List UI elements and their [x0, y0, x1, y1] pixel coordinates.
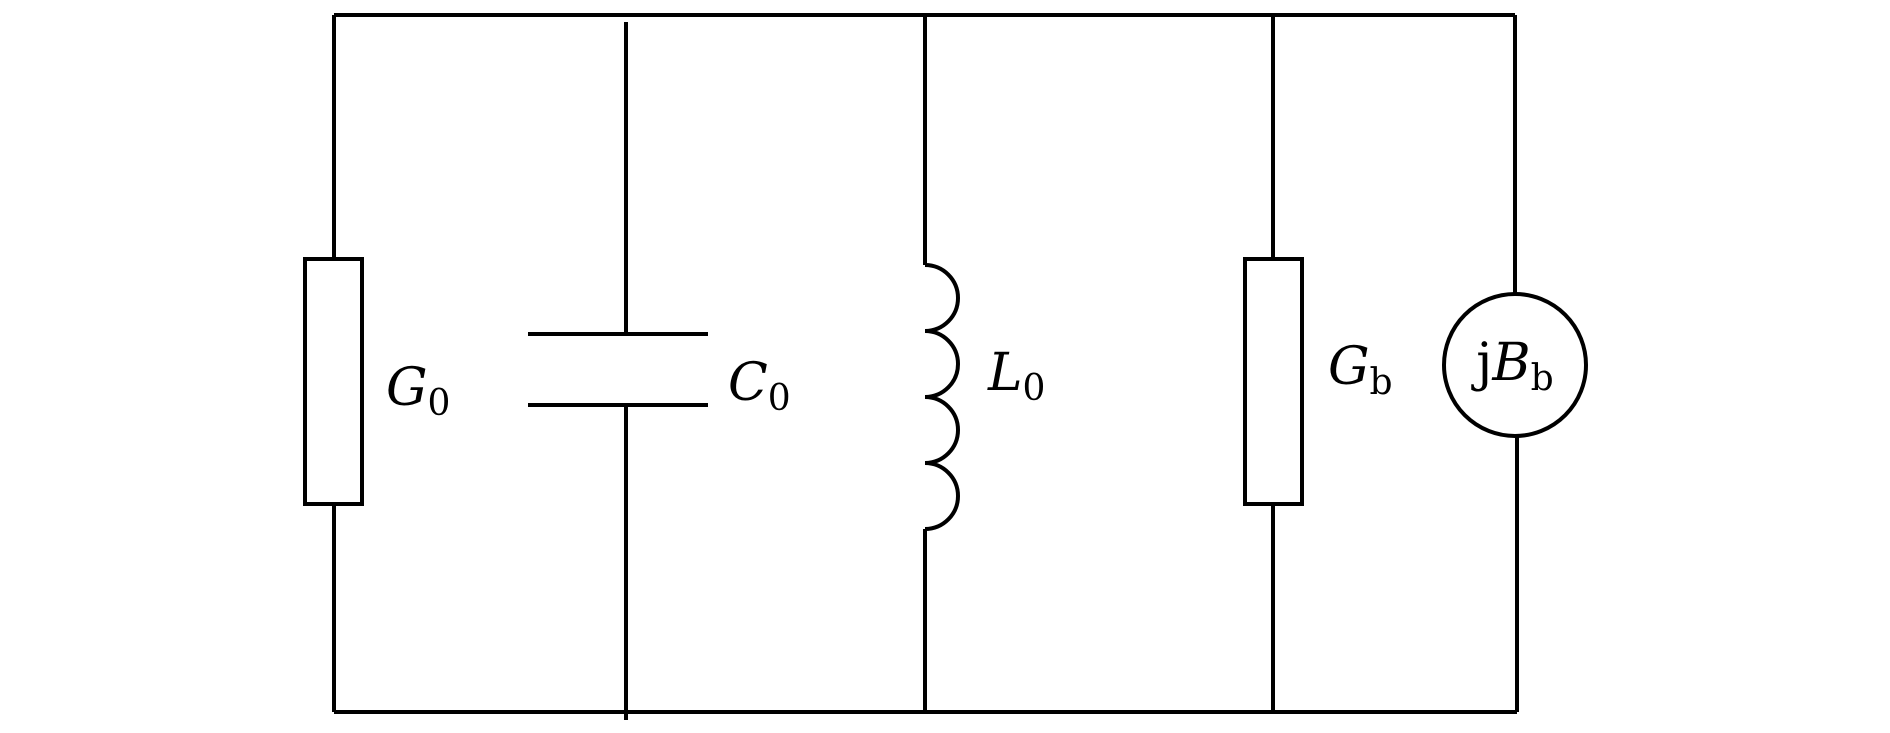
g0-symbol: G: [386, 358, 428, 418]
l0-label: L0: [987, 343, 1045, 409]
l0-inductor-icon: [924, 263, 960, 531]
jbb-prefix: j: [1471, 333, 1492, 393]
gb-subscript: b: [1370, 362, 1393, 403]
jbb-label: jBb: [1471, 333, 1553, 399]
gb-label: Gb: [1328, 337, 1393, 403]
jbb-subscript: b: [1531, 358, 1554, 399]
branch-g0: G0: [303, 15, 450, 712]
gb-symbol: G: [1328, 337, 1370, 397]
gb-resistor-icon: [1243, 257, 1304, 506]
c0-subscript: 0: [768, 378, 791, 419]
l0-symbol: L: [987, 343, 1023, 403]
g0-subscript: 0: [428, 383, 451, 424]
g0-label: G0: [386, 358, 450, 424]
c0-label: C0: [728, 353, 791, 419]
l0-subscript: 0: [1023, 368, 1046, 409]
g0-resistor-icon: [303, 257, 364, 506]
jbb-symbol: B: [1491, 333, 1530, 393]
branch-c0: C0: [528, 22, 791, 720]
branch-gb: Gb: [1243, 15, 1393, 712]
branch-l0: L0: [923, 15, 1045, 712]
c0-symbol: C: [728, 353, 768, 413]
branch-jbb: jBb: [1442, 15, 1588, 712]
